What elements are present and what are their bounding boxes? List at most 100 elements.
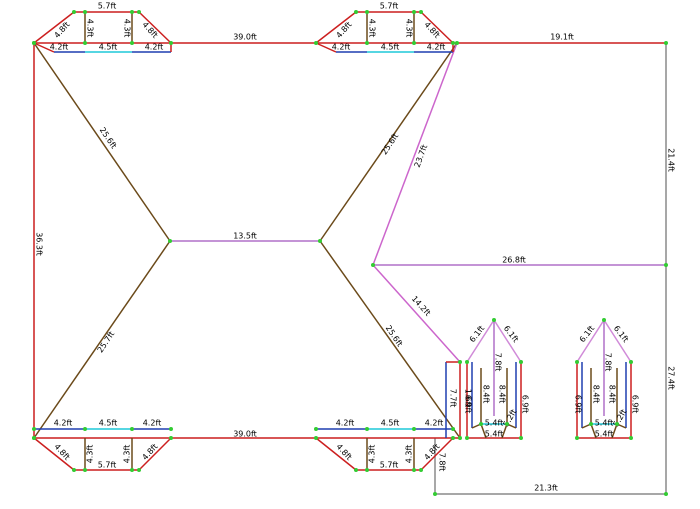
- vertex-node-129: [451, 436, 455, 440]
- vertex-node-195: [629, 360, 633, 364]
- ridge-label-30: 26.8ft: [502, 256, 526, 265]
- dormer-label-46: 4.3ft: [123, 19, 132, 38]
- dormer-rake-33: [33, 11, 75, 44]
- dormer-rake-59: [315, 11, 357, 44]
- vertex-node-83: [412, 10, 416, 14]
- dormer-label-45: 4.3ft: [86, 19, 95, 38]
- dormer-label-75: 4.2ft: [427, 43, 446, 52]
- valley-line-28: [372, 264, 461, 363]
- valley-label-29: 23.7ft: [413, 143, 430, 168]
- vertex-node-161: [465, 360, 469, 364]
- bottom-label-6: 21.3ft: [534, 484, 558, 493]
- vertex-node-127: [354, 468, 358, 472]
- gable-label-157: 6.9ft: [521, 395, 530, 414]
- eave-label-14: 36.3ft: [35, 232, 44, 256]
- valley-label-31: 14.2ft: [410, 294, 432, 318]
- dormer-label-43: 4.8ft: [52, 20, 71, 40]
- dormer-edge-40: [33, 42, 55, 53]
- vertex-node-167: [505, 422, 509, 426]
- gable-label-191: 5.4ft: [595, 419, 614, 428]
- vertex-node-103: [169, 436, 173, 440]
- gable-label-156: 6.9ft: [464, 395, 473, 414]
- vertex-node-128: [419, 468, 423, 472]
- vertex-node-54: [83, 41, 87, 45]
- dormer-label-44: 4.8ft: [140, 20, 159, 40]
- dormer-label-74: 4.5ft: [381, 43, 400, 52]
- dormer-label-68: 5.7ft: [380, 2, 399, 11]
- gable-hip-182: [611, 423, 618, 439]
- dormer-label-97: 4.2ft: [54, 419, 73, 428]
- dormer-label-71: 4.3ft: [368, 19, 377, 38]
- vertex-node-196: [575, 436, 579, 440]
- gable-label-160: 5.4ft: [485, 430, 504, 439]
- gable-label-151: 6.1ft: [468, 324, 487, 344]
- gable-label-184: 6.1ft: [612, 324, 631, 344]
- ridge-label-25: 13.5ft: [233, 232, 257, 241]
- vertex-node-198: [589, 422, 593, 426]
- gable-label-189: 6.9ft: [631, 395, 640, 414]
- hip-label-22: 25.6ft: [380, 132, 401, 157]
- dormer-rake-112: [420, 437, 454, 471]
- dormer-label-118: 5.7ft: [380, 461, 399, 470]
- strip-label-204: 1.6ft: [464, 389, 473, 408]
- vertex-node-77: [354, 10, 358, 14]
- vertex-node-105: [130, 427, 134, 431]
- vertex-node-109: [169, 427, 173, 431]
- hip-line-17: [319, 42, 458, 242]
- vertex-node-53: [169, 41, 173, 45]
- vertex-node-51: [72, 10, 76, 14]
- gable-label-153: 7.8ft: [494, 353, 503, 372]
- dormer-rake-34: [138, 11, 172, 44]
- eave-label-13: 19.1ft: [550, 33, 574, 42]
- dormer-rake-85: [33, 437, 75, 471]
- vertex-node-197: [629, 436, 633, 440]
- vertex-node-210: [168, 239, 172, 243]
- vertex-node-216: [433, 492, 437, 496]
- dormer-label-99: 4.2ft: [143, 419, 162, 428]
- hip-line-19: [319, 240, 461, 439]
- vertex-node-80: [365, 41, 369, 45]
- dormer-label-42: 5.7ft: [98, 2, 117, 11]
- side-label-4: 21.4ft: [667, 148, 676, 172]
- gable-rake-136: [466, 319, 495, 363]
- gable-rake-137: [493, 319, 522, 363]
- vertex-node-193: [575, 360, 579, 364]
- vertex-node-132: [365, 468, 369, 472]
- vertex-node-82: [365, 10, 369, 14]
- vertex-node-101: [72, 468, 76, 472]
- vertex-node-78: [419, 10, 423, 14]
- vertex-node-104: [83, 427, 87, 431]
- vertex-node-207: [664, 41, 668, 45]
- dormer-rake-111: [315, 437, 357, 471]
- dormer-label-95: 4.3ft: [86, 445, 95, 464]
- vertex-node-194: [602, 318, 606, 322]
- vertex-node-79: [451, 41, 455, 45]
- vertex-node-212: [371, 263, 375, 267]
- dormer-label-121: 4.3ft: [368, 445, 377, 464]
- vertex-node-165: [519, 436, 523, 440]
- gable-label-188: 6.9ft: [574, 395, 583, 414]
- vertex-node-164: [465, 436, 469, 440]
- vertex-node-214: [458, 360, 462, 364]
- dormer-label-98: 4.5ft: [99, 419, 118, 428]
- step-label-7: 7.8ft: [438, 453, 447, 472]
- dormer-label-124: 4.5ft: [381, 419, 400, 428]
- vertex-node-199: [615, 422, 619, 426]
- eave-label-15: 39.0ft: [233, 430, 257, 439]
- vertex-node-130: [365, 427, 369, 431]
- dormer-label-47: 4.2ft: [50, 43, 69, 52]
- vertex-node-206: [455, 41, 459, 45]
- dormer-label-48: 4.5ft: [99, 43, 118, 52]
- dormer-label-73: 4.2ft: [332, 43, 351, 52]
- vertex-node-76: [314, 41, 318, 45]
- gable-label-159: 5.4ft: [485, 419, 504, 428]
- gable-hip-150: [501, 423, 508, 439]
- vertex-node-107: [130, 468, 134, 472]
- vertex-node-135: [451, 427, 455, 431]
- dormer-label-96: 4.3ft: [123, 445, 132, 464]
- gable-label-183: 6.1ft: [578, 324, 597, 344]
- vertex-node-106: [83, 468, 87, 472]
- vertex-node-208: [32, 436, 36, 440]
- vertex-node-134: [314, 427, 318, 431]
